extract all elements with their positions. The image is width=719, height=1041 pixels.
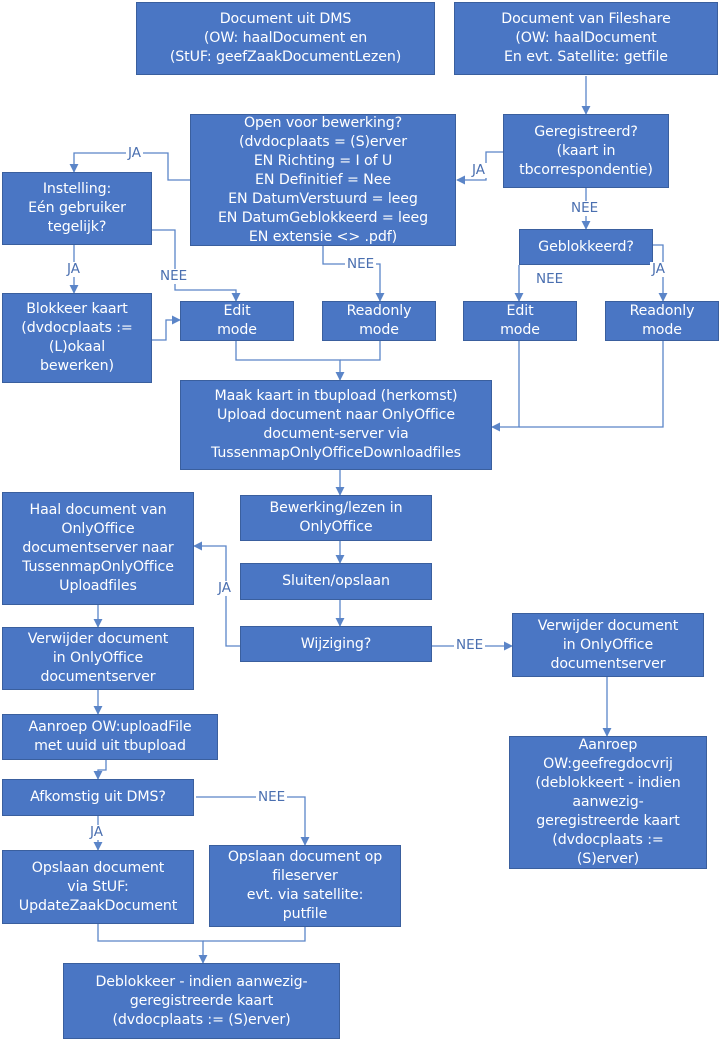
label-ja-setting: JA — [126, 145, 143, 161]
edge-editright-upload — [491, 341, 520, 432]
label-ja-from-dms: JA — [88, 824, 105, 840]
box-unlock-final: Deblokkeer - indien aanwezig- geregistre… — [63, 963, 340, 1039]
box-readonly-mode-right: Readonly mode — [605, 301, 719, 341]
label-nee-edit-left: NEE — [158, 268, 190, 284]
edge-fromdms-savefileserver — [196, 796, 310, 846]
box-edit-mode-left: Edit mode — [180, 301, 294, 341]
box-dms-document: Document uit DMS (OW: haalDocument en (S… — [136, 2, 435, 75]
edge-open-setting — [69, 152, 190, 181]
box-close-save: Sluiten/opslaan — [240, 563, 432, 600]
box-call-unlock-document: Aanroep OW:geefregdocvrij (deblokkeert -… — [509, 736, 707, 869]
box-setting-single-user-decision: Instelling: Eén gebruiker tegelijk? — [2, 172, 152, 245]
label-ja-changed: JA — [216, 580, 233, 596]
box-blocked-decision: Geblokkeerd? — [519, 229, 653, 265]
label-nee-readonly-left: NEE — [345, 256, 377, 272]
edge-blocked-readonlyright — [653, 244, 668, 302]
box-save-on-fileserver: Opslaan document op fileserver evt. via … — [209, 845, 401, 927]
box-delete-document-right: Verwijder document in OnlyOffice documen… — [512, 613, 704, 677]
box-readonly-mode-left: Readonly mode — [322, 301, 436, 341]
box-open-for-editing-decision: Open voor bewerking? (dvdocplaats = (S)e… — [190, 114, 456, 246]
box-edit-read-onlyoffice: Bewerking/lezen in OnlyOffice — [240, 495, 432, 541]
label-ja-readonly-right: JA — [650, 261, 667, 277]
label-ja-lock: JA — [65, 261, 82, 277]
label-nee-from-dms: NEE — [256, 789, 288, 805]
box-upload-to-onlyoffice: Maak kaart in tbupload (herkomst) Upload… — [180, 380, 492, 470]
box-from-dms-decision: Afkomstig uit DMS? — [2, 779, 194, 816]
label-nee-changed: NEE — [454, 637, 486, 653]
box-call-upload-file: Aanroep OW:uploadFile met uuid uit tbupl… — [2, 714, 218, 760]
edge-readonlyright-upload — [519, 341, 664, 428]
box-edit-mode-right: Edit mode — [463, 301, 577, 341]
box-registered-decision: Geregistreerd? (kaart in tbcorrespondent… — [503, 114, 669, 188]
label-nee-registered: NEE — [569, 200, 601, 216]
edge-setting-editleft — [152, 229, 241, 302]
edge-lock-editleft — [152, 315, 181, 341]
box-fetch-document: Haal document van OnlyOffice documentser… — [2, 492, 194, 605]
edge-uploadfile-fromdms — [93, 760, 107, 780]
edge-readonlyleft-upload — [340, 341, 381, 361]
edge-savefileserver-unlock — [203, 927, 306, 942]
box-delete-document-left: Verwijder document in OnlyOffice documen… — [2, 627, 194, 690]
label-nee-edit-right: NEE — [534, 271, 566, 287]
edge-open-readonlyleft — [322, 246, 385, 302]
label-ja-registered: JA — [470, 162, 487, 178]
edge-changed-fetch — [193, 541, 240, 647]
edge-savestuf-unlock — [97, 924, 208, 964]
box-lock-card: Blokkeer kaart (dvdocplaats := (L)okaal … — [2, 293, 152, 383]
box-changed-decision: Wijziging? — [240, 626, 432, 662]
box-fileshare-document: Document van Fileshare (OW: haalDocument… — [454, 2, 718, 75]
box-save-via-stuf: Opslaan document via StUF: UpdateZaakDoc… — [2, 850, 194, 924]
edge-editleft-upload — [235, 341, 345, 381]
